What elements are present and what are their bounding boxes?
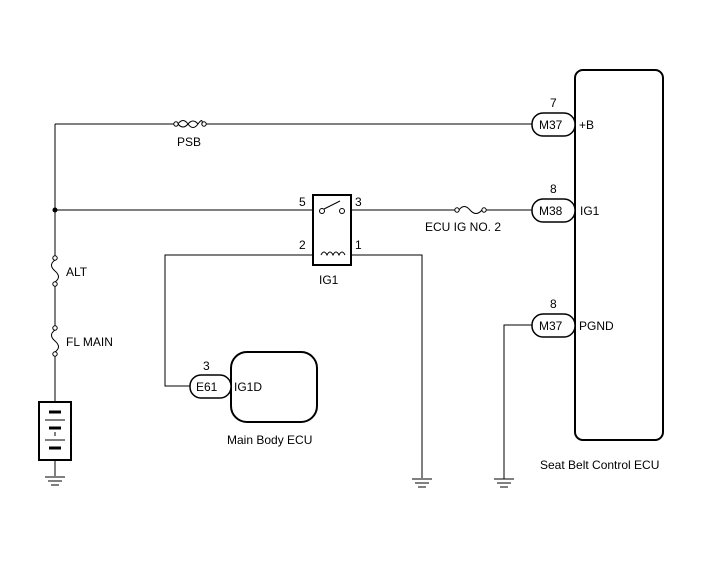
- relay-pin-5: 5: [299, 195, 306, 209]
- main-body-ecu-label: Main Body ECU: [227, 433, 312, 447]
- terminal-plus-b: +B: [579, 118, 594, 132]
- ecu-ig-fuse-label: ECU IG NO. 2: [425, 220, 501, 234]
- pin-8-pgnd: 8: [550, 297, 557, 311]
- relay-pin-2: 2: [299, 238, 306, 252]
- fl-main-fuse-label: FL MAIN: [66, 335, 113, 349]
- connector-m37-pgnd-label: M37: [539, 319, 563, 333]
- ig1-relay: [312, 194, 352, 266]
- alt-fuse-label: ALT: [66, 265, 88, 279]
- connector-m37-plus-b: [531, 112, 576, 137]
- alt-fuse: [51, 255, 59, 287]
- ground-icon: [412, 478, 432, 488]
- wire-pgnd-to-ground: [503, 324, 532, 479]
- battery-icon: [38, 401, 72, 476]
- connector-e61: [189, 374, 232, 399]
- terminal-ig1: IG1: [580, 204, 600, 218]
- pin-7: 7: [550, 96, 557, 110]
- wire-relay-pin1-to-ground: [351, 254, 423, 478]
- ecu-ig-no2-fuse: [454, 206, 487, 214]
- wire-relay-pin2-to-e61: [164, 254, 313, 387]
- psb-fuse-label: PSB: [177, 135, 201, 149]
- relay-label: IG1: [319, 273, 339, 287]
- relay-pin-3: 3: [355, 195, 362, 209]
- connector-m37-label: M37: [539, 118, 563, 132]
- connector-e61-pin: 3: [203, 359, 210, 373]
- relay-pin-1: 1: [355, 238, 362, 252]
- seat-belt-ecu-label: Seat Belt Control ECU: [540, 458, 659, 472]
- psb-fuse: [173, 120, 207, 128]
- terminal-pgnd: PGND: [579, 319, 614, 333]
- seat-belt-ecu-box: [574, 69, 664, 441]
- terminal-ig1d: IG1D: [234, 380, 262, 394]
- fl-main-fuse: [51, 325, 59, 357]
- connector-m38-label: M38: [539, 204, 563, 218]
- ground-icon: [494, 478, 514, 488]
- connector-m37-pgnd: [531, 313, 576, 338]
- pin-8-ig1: 8: [550, 182, 557, 196]
- ground-icon: [45, 476, 65, 486]
- connector-m38-ig1: [531, 198, 576, 223]
- connector-e61-label: E61: [196, 380, 218, 394]
